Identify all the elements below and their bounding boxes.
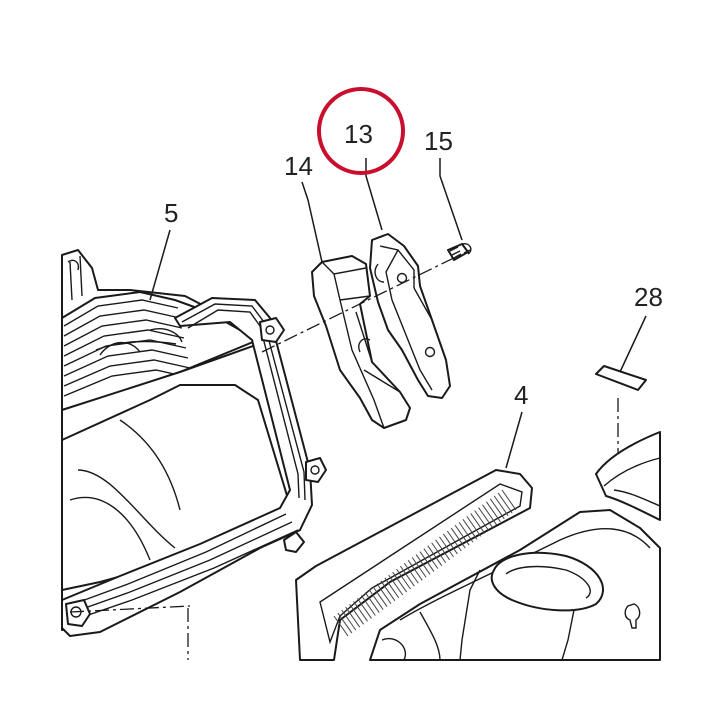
filter-pleat-line (400, 565, 415, 587)
screw (447, 242, 472, 261)
airbox-housing (61, 249, 327, 637)
filter-pleat-line (501, 489, 517, 511)
filter-pleat-line (380, 580, 396, 602)
crop-mask-left (0, 0, 60, 720)
callout-15: 15 (424, 126, 453, 156)
crop-mask-bottom (0, 662, 720, 720)
filter-pleat-line (360, 595, 376, 616)
callout-14: 14 (284, 151, 313, 181)
filter-pleat-line (489, 498, 505, 520)
filter-pleat-line (423, 548, 439, 569)
filter-pleat-line (337, 612, 353, 634)
assembly-axis-lower (69, 605, 191, 613)
callout-4: 4 (514, 380, 528, 410)
label-sticker (595, 365, 647, 391)
filter-pleat-line (454, 524, 470, 546)
filter-pleat-line (450, 527, 466, 549)
filter-pleat-line (349, 603, 365, 625)
filter-pleat-line (415, 554, 431, 575)
leader-13 (365, 158, 383, 231)
filter-pleat-line (442, 533, 458, 555)
highlight-circle (317, 87, 405, 175)
leader-28 (619, 315, 647, 373)
filter-pleat-line (403, 562, 419, 584)
callout-13: 13 (344, 119, 373, 149)
filter-pleat-line (462, 519, 478, 540)
leader-15 (439, 158, 463, 241)
filter-pleat-line (384, 577, 400, 599)
leader-14 (301, 181, 323, 263)
filter-pleat-line (431, 542, 447, 564)
airbox-cover (369, 509, 661, 661)
leader-5 (149, 229, 171, 301)
filter-pleat-line (493, 495, 509, 517)
filter-pleat-line (396, 568, 411, 590)
rubber-block (311, 255, 411, 429)
filter-pleat-line (345, 606, 361, 628)
crop-mask-right (662, 0, 720, 720)
filter-pleat-line (427, 545, 443, 566)
filter-pleat-line (446, 530, 462, 552)
assembly-axis-horizontal (261, 249, 471, 353)
callout-5: 5 (164, 198, 178, 228)
filter-pleat-line (353, 601, 368, 622)
callout-28: 28 (634, 282, 663, 312)
filter-pleat-line (411, 557, 427, 578)
side-panel (595, 431, 661, 521)
filter-pleat-line (341, 609, 357, 631)
leader-4 (505, 411, 523, 469)
filter-pleat-line (435, 539, 450, 561)
filter-pleat-line (388, 574, 404, 596)
filter-pleat-line (470, 513, 486, 534)
air-filter (295, 469, 533, 661)
filter-pleat-line (458, 521, 474, 543)
filter-pleat-line (485, 501, 501, 523)
filter-pleat-line (497, 492, 513, 514)
filter-pleat-line (407, 560, 423, 581)
filter-pleat-line (419, 551, 435, 572)
filter-pleat-line (474, 510, 490, 531)
filter-pleats (333, 489, 517, 637)
filter-pleat-line (478, 507, 493, 528)
bracket (369, 233, 451, 399)
filter-pleat-line (364, 592, 380, 613)
filter-pleat-line (482, 504, 497, 525)
filter-pleat-line (466, 516, 482, 537)
filter-pleat-line (439, 536, 454, 558)
filter-pleat-line (376, 583, 392, 605)
filter-pleat-line (368, 589, 384, 610)
filter-pleat-line (357, 598, 372, 619)
filter-pleat-line (392, 571, 408, 593)
filter-pleat-line (333, 615, 349, 637)
filter-pleat-line (372, 586, 388, 607)
